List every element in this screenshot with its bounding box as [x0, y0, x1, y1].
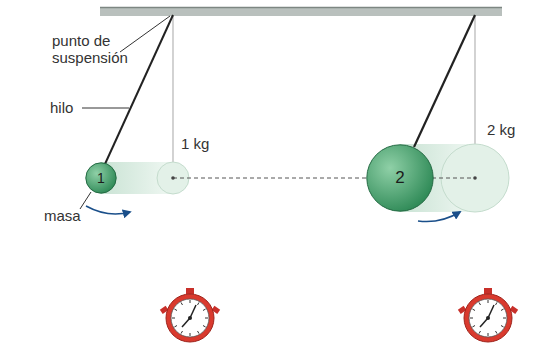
stopwatch-tick: [203, 326, 206, 328]
stopwatch-tick: [479, 302, 481, 305]
mass-value: 2 kg: [487, 121, 515, 138]
stopwatch-face: [171, 299, 209, 337]
stopwatch-tick: [488, 300, 489, 303]
leader-line: [120, 16, 170, 52]
stopwatch-tick: [181, 302, 183, 305]
stopwatch: [458, 288, 518, 342]
mass-number: 1: [85, 162, 117, 194]
stopwatch-tick: [479, 331, 481, 334]
stopwatch-face: [469, 299, 507, 337]
string: [414, 15, 475, 147]
rest-mass: [157, 162, 189, 194]
stopwatch-case: [464, 294, 512, 342]
stopwatch-tick: [190, 300, 191, 303]
stopwatch-hand: [488, 305, 494, 318]
string-label: hilo: [50, 99, 73, 116]
stopwatch-tick: [172, 318, 175, 319]
motion-arrow: [86, 206, 130, 214]
stopwatch-tick: [470, 318, 473, 319]
stopwatch-tick: [496, 331, 498, 334]
stopwatch-crown: [484, 288, 492, 294]
rest-string: [474, 16, 475, 144]
mass-circle: [86, 163, 116, 193]
stopwatch-tick: [174, 326, 177, 328]
stopwatch-tick: [190, 333, 191, 336]
rest-string: [172, 16, 173, 162]
center-dot: [171, 176, 175, 180]
leader-line: [82, 108, 129, 109]
stopwatch-tick: [501, 309, 504, 311]
rest-mass: [441, 144, 509, 212]
ceiling-edge: [100, 7, 502, 9]
stopwatch-tick: [205, 318, 208, 319]
stopwatch-crown: [186, 288, 194, 294]
stopwatch-tick: [488, 333, 489, 336]
stopwatch-hand: [190, 305, 196, 318]
mass-number: 2: [366, 144, 434, 212]
suspension-label: punto de suspensión: [52, 32, 132, 66]
stopwatch-tick: [174, 309, 177, 311]
stopwatch-tick: [181, 331, 183, 334]
stopwatch-tick: [472, 326, 475, 328]
stopwatch-pin: [188, 316, 192, 320]
pendulum-mass: 1: [85, 162, 117, 194]
string: [105, 15, 173, 164]
motion-arrow: [418, 212, 460, 222]
mass-value: 1 kg: [181, 135, 209, 152]
ceiling-bar: [100, 7, 502, 16]
stopwatch-tick: [203, 309, 206, 311]
leader-line: [80, 192, 91, 209]
stopwatch-tick: [198, 302, 200, 305]
stopwatch: [160, 288, 220, 342]
pendulum-mass: 2: [366, 144, 434, 212]
stopwatch-tick: [501, 326, 504, 328]
stopwatch-tick: [198, 331, 200, 334]
mass-label: masa: [44, 207, 81, 224]
mass-circle: [367, 145, 433, 211]
stopwatch-tick: [503, 318, 506, 319]
stopwatch-tick: [472, 309, 475, 311]
stopwatch-pin: [486, 316, 490, 320]
stopwatch-tick: [496, 302, 498, 305]
center-dot: [473, 176, 477, 180]
stopwatch-case: [166, 294, 214, 342]
